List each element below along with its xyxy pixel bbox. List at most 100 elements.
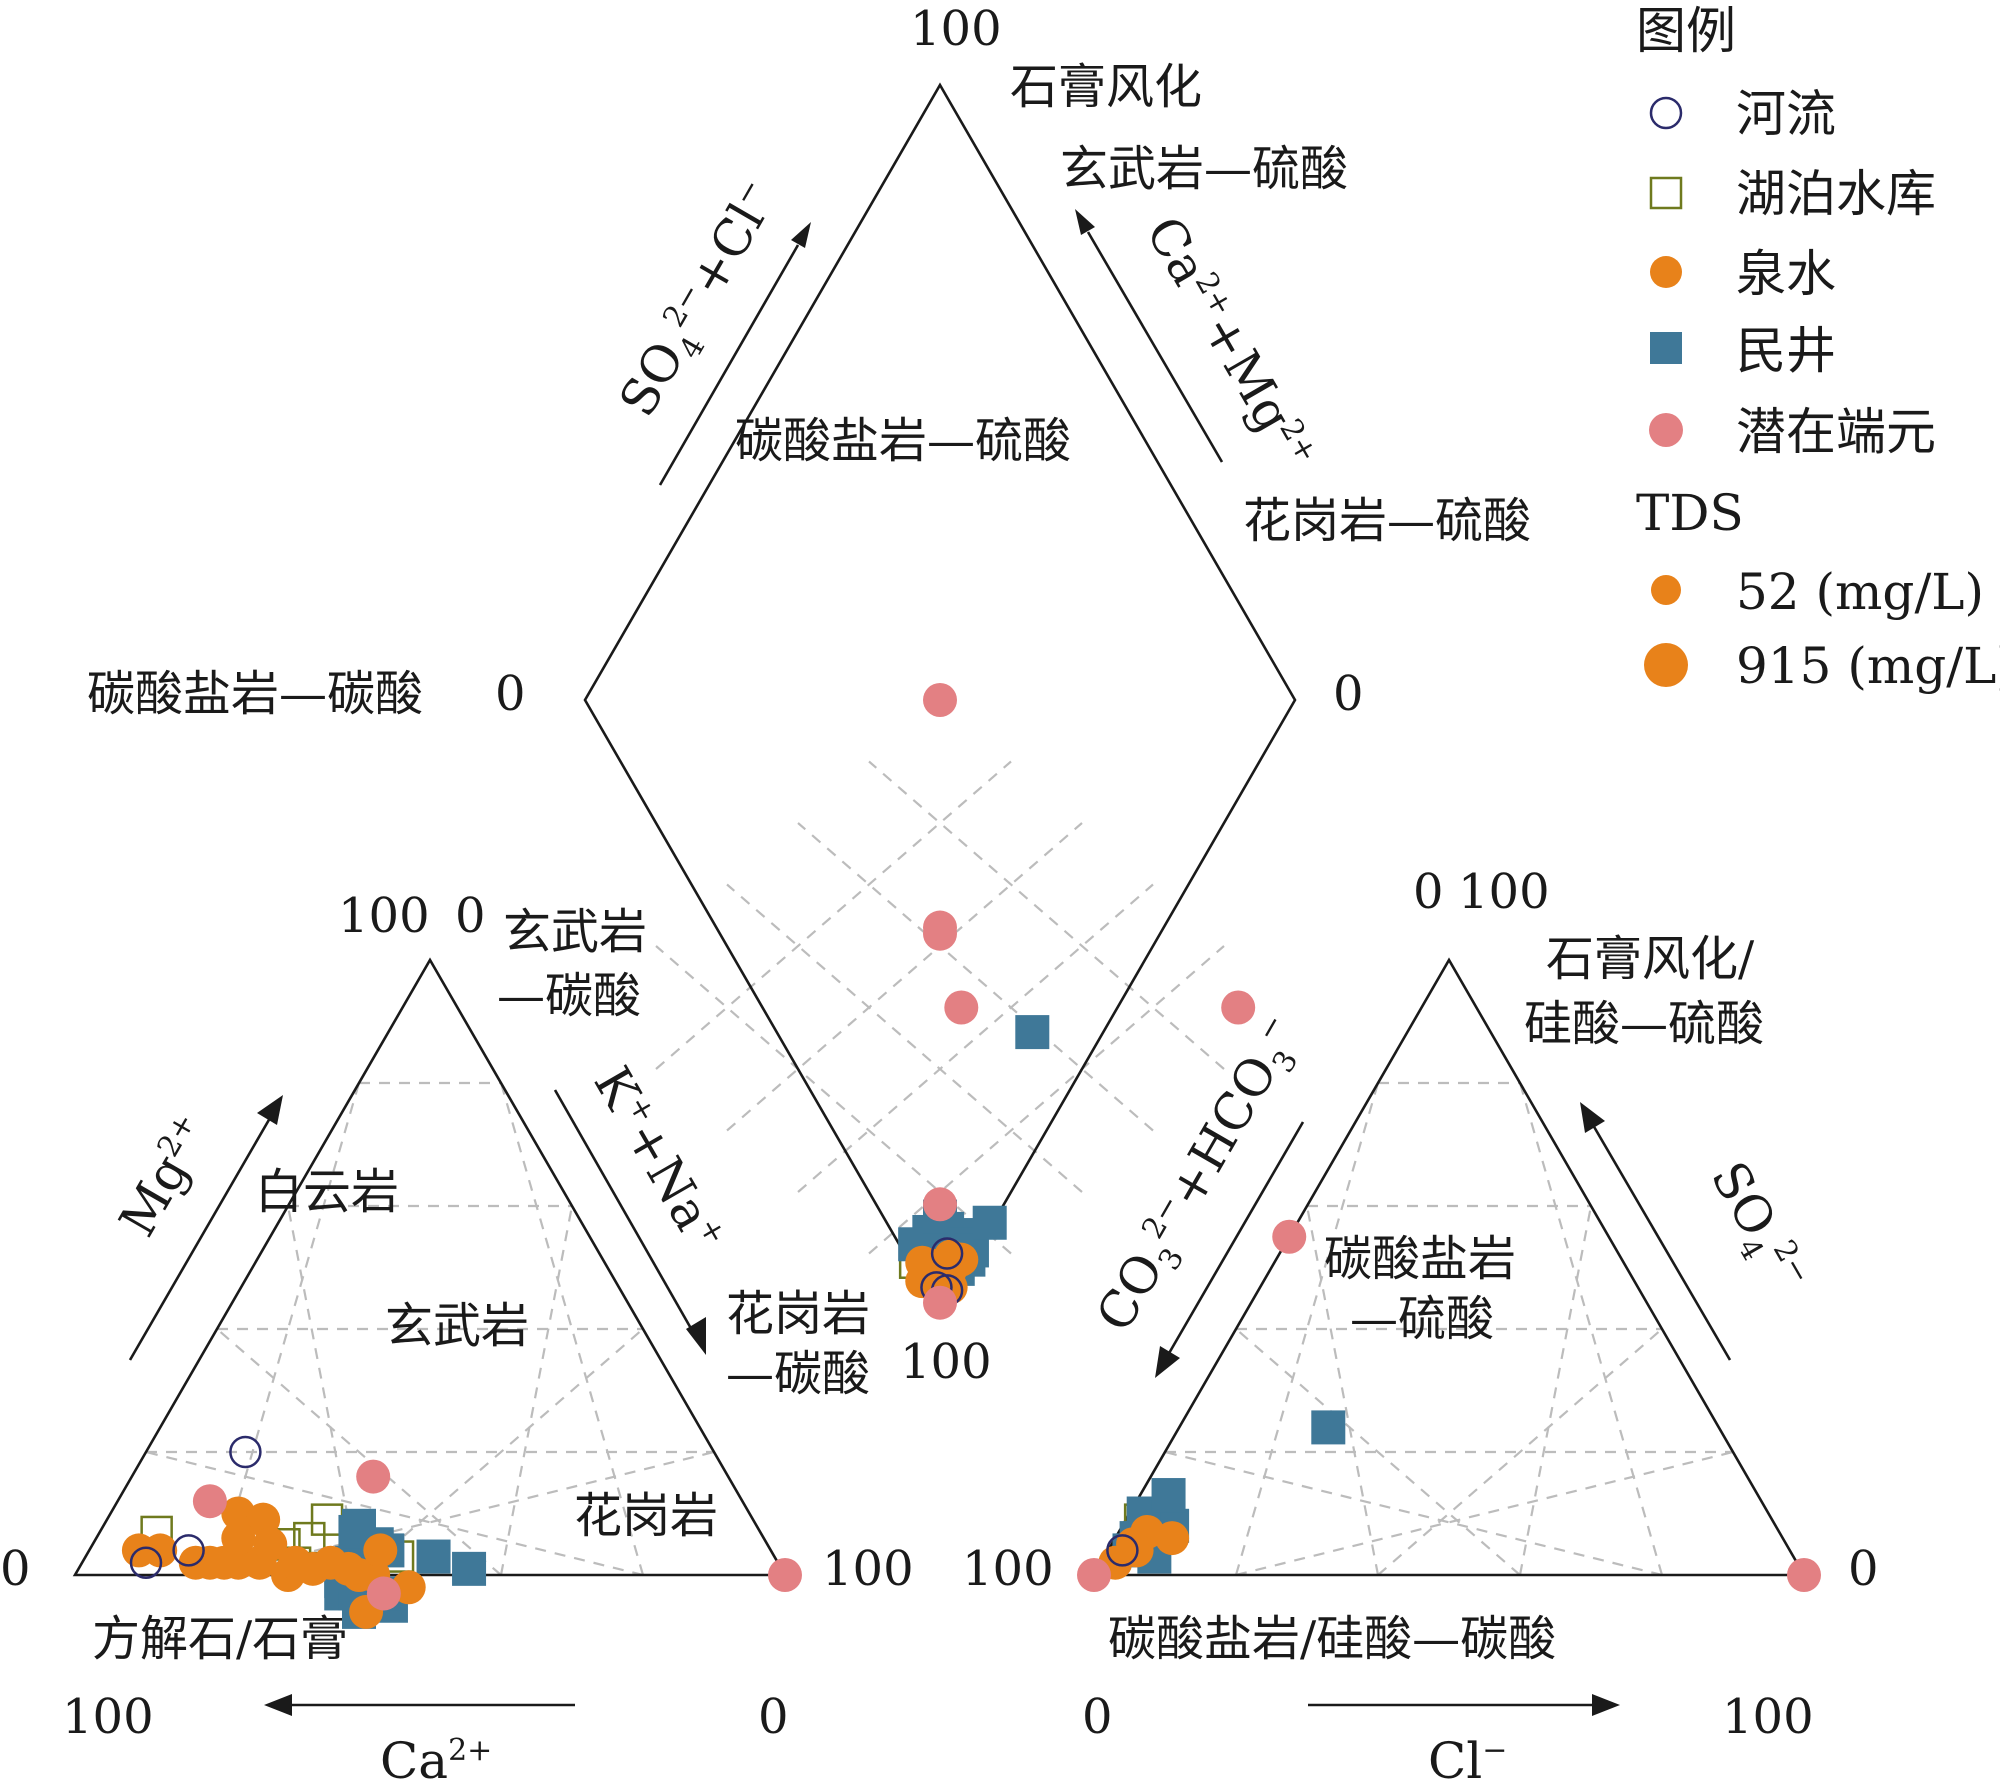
annotation-label: 碳酸盐岩/硅酸—碳酸 [1108,1611,1556,1667]
data-point-spring [1155,1521,1190,1556]
arrow-so4 [1580,1102,1732,1361]
data-point-spring [143,1533,178,1568]
tick-label: 0 [455,888,486,944]
data-point-river [1106,1534,1139,1567]
data-point-river [129,1546,163,1579]
legend-item-river: 河流 [1649,85,1836,143]
data-point-endmember [1077,1558,1111,1592]
tick-label: 100 [1722,1689,1814,1745]
legend-label: 湖泊水库 [1736,165,1936,223]
tick-label: 0 [495,666,526,722]
data-point-spring [905,1245,940,1280]
data-point-endmember [923,1187,957,1222]
annotation-label: —硫酸 [1350,1291,1494,1347]
legend-marker-filled-circle [1649,413,1683,447]
data-point-spring [253,1527,288,1562]
anion-triangle-frame [1091,957,1807,1577]
legend-label: 52 (mg/L) [1736,563,1984,621]
grid-line [1234,1082,1380,1576]
data-point-well [1015,1015,1050,1050]
arrow-mg [128,1095,283,1361]
data-point-spring [331,1551,366,1586]
arrow-camg [1075,209,1224,463]
legend-label: 河流 [1736,85,1836,143]
annotation-label: —碳酸 [726,1346,870,1402]
legend-item-tds-small: 52 (mg/L) [1651,563,1984,621]
legend-marker-size-large [1644,643,1688,687]
anion-axis-title-so4: SO42− [1693,1152,1819,1305]
data-point-endmember [366,1576,401,1611]
cation-axis-title-kna: K++Na+ [583,1057,735,1262]
legend-label: 民井 [1736,322,1836,380]
legend-label: 915 (mg/L) [1736,637,2000,695]
tick-label: 0 [1848,1541,1879,1597]
data-point-river [229,1435,262,1469]
tick-label: 100 [1458,864,1550,920]
legend-item-tds-large: 915 (mg/L) [1644,637,2000,695]
grid-line [358,1328,644,1576]
data-point-spring [207,1545,242,1580]
tick-label: 0 [1333,666,1364,722]
grid-line [726,822,1083,1132]
annotation-label: —碳酸 [497,968,641,1024]
legend-marker-open-circle [1649,96,1683,130]
grid-line [499,1205,574,1576]
axis-arrows [128,209,1732,1716]
data-point-endmember [768,1558,802,1592]
grid-line [1164,1450,1663,1577]
tick-label: 100 [62,1689,154,1745]
grid-line [216,1328,502,1576]
arrow-kna [553,1089,706,1355]
data-point-well [1151,1478,1186,1513]
tick-label: 100 [900,1334,992,1390]
grid-line [1518,1082,1664,1576]
data-point-well [1311,1410,1346,1445]
grid-line [215,1082,361,1576]
data-point-endmember [923,916,957,951]
annotation-label: 碳酸盐岩 [1324,1231,1516,1287]
data-point-river [172,1534,205,1567]
data-point-endmember [1221,990,1256,1025]
anion-axis-title-cl: Cl− [1428,1732,1507,1783]
legend-item-endmember: 潜在端元 [1649,403,1936,461]
arrow-cl [1308,1694,1620,1716]
data-point-endmember [1787,1558,1821,1592]
annotation-label: 花岗岩 [726,1286,870,1342]
data-point-endmember [1272,1219,1307,1254]
annotation-label: 玄武岩 [385,1298,529,1354]
grid-line [1235,1328,1521,1576]
legend-marker-filled-circle [1650,256,1682,288]
data-point-endmember [192,1484,227,1519]
legend-marker-open-square [1649,176,1683,210]
tick-labels: 100 0 0 100 100 0 100 0 100 100 0 0 100 … [0,1,1879,1745]
annotation-label: 碳酸盐岩—碳酸 [87,666,423,722]
legend-item-spring: 泉水 [1650,245,1836,303]
grid-line [1377,1328,1663,1576]
annotation-label: 石膏风化 [1010,59,1202,115]
data-point-well [452,1551,487,1586]
annotation-label: 玄武岩 [503,904,647,960]
annotation-label: 硅酸—硫酸 [1524,996,1764,1052]
data-point-lake [310,1503,344,1536]
diamond-axis-title-camg: Ca2++Mg2+ [1135,207,1326,480]
cation-axis-title-ca: Ca2+ [380,1732,492,1783]
arrow-so4cl [658,222,811,486]
data-point-spring [221,1521,256,1556]
tick-label: 0 [1413,864,1444,920]
arrow-co3hco3 [1155,1121,1305,1378]
grid-line [145,1450,644,1577]
annotation-label: 方解石/石膏 [92,1611,348,1667]
data-points [121,683,1821,1629]
annotation-label: 花岗岩—硫酸 [1243,493,1531,549]
data-point-well [416,1539,451,1574]
tick-label: 0 [1082,1689,1113,1745]
grid-line [797,822,1154,1132]
cation-triangle-frame [72,957,788,1577]
annotation-label: 石膏风化/ [1546,931,1755,987]
tick-label: 100 [962,1541,1054,1597]
legend: 图例 河流 湖泊水库 泉水 民井 潜在端元 TDS 52 (mg/L) 915 [1636,2,2000,695]
legend-item-lake: 湖泊水库 [1649,165,1936,223]
tick-label: 100 [822,1541,914,1597]
legend-title: 图例 [1636,2,1736,60]
